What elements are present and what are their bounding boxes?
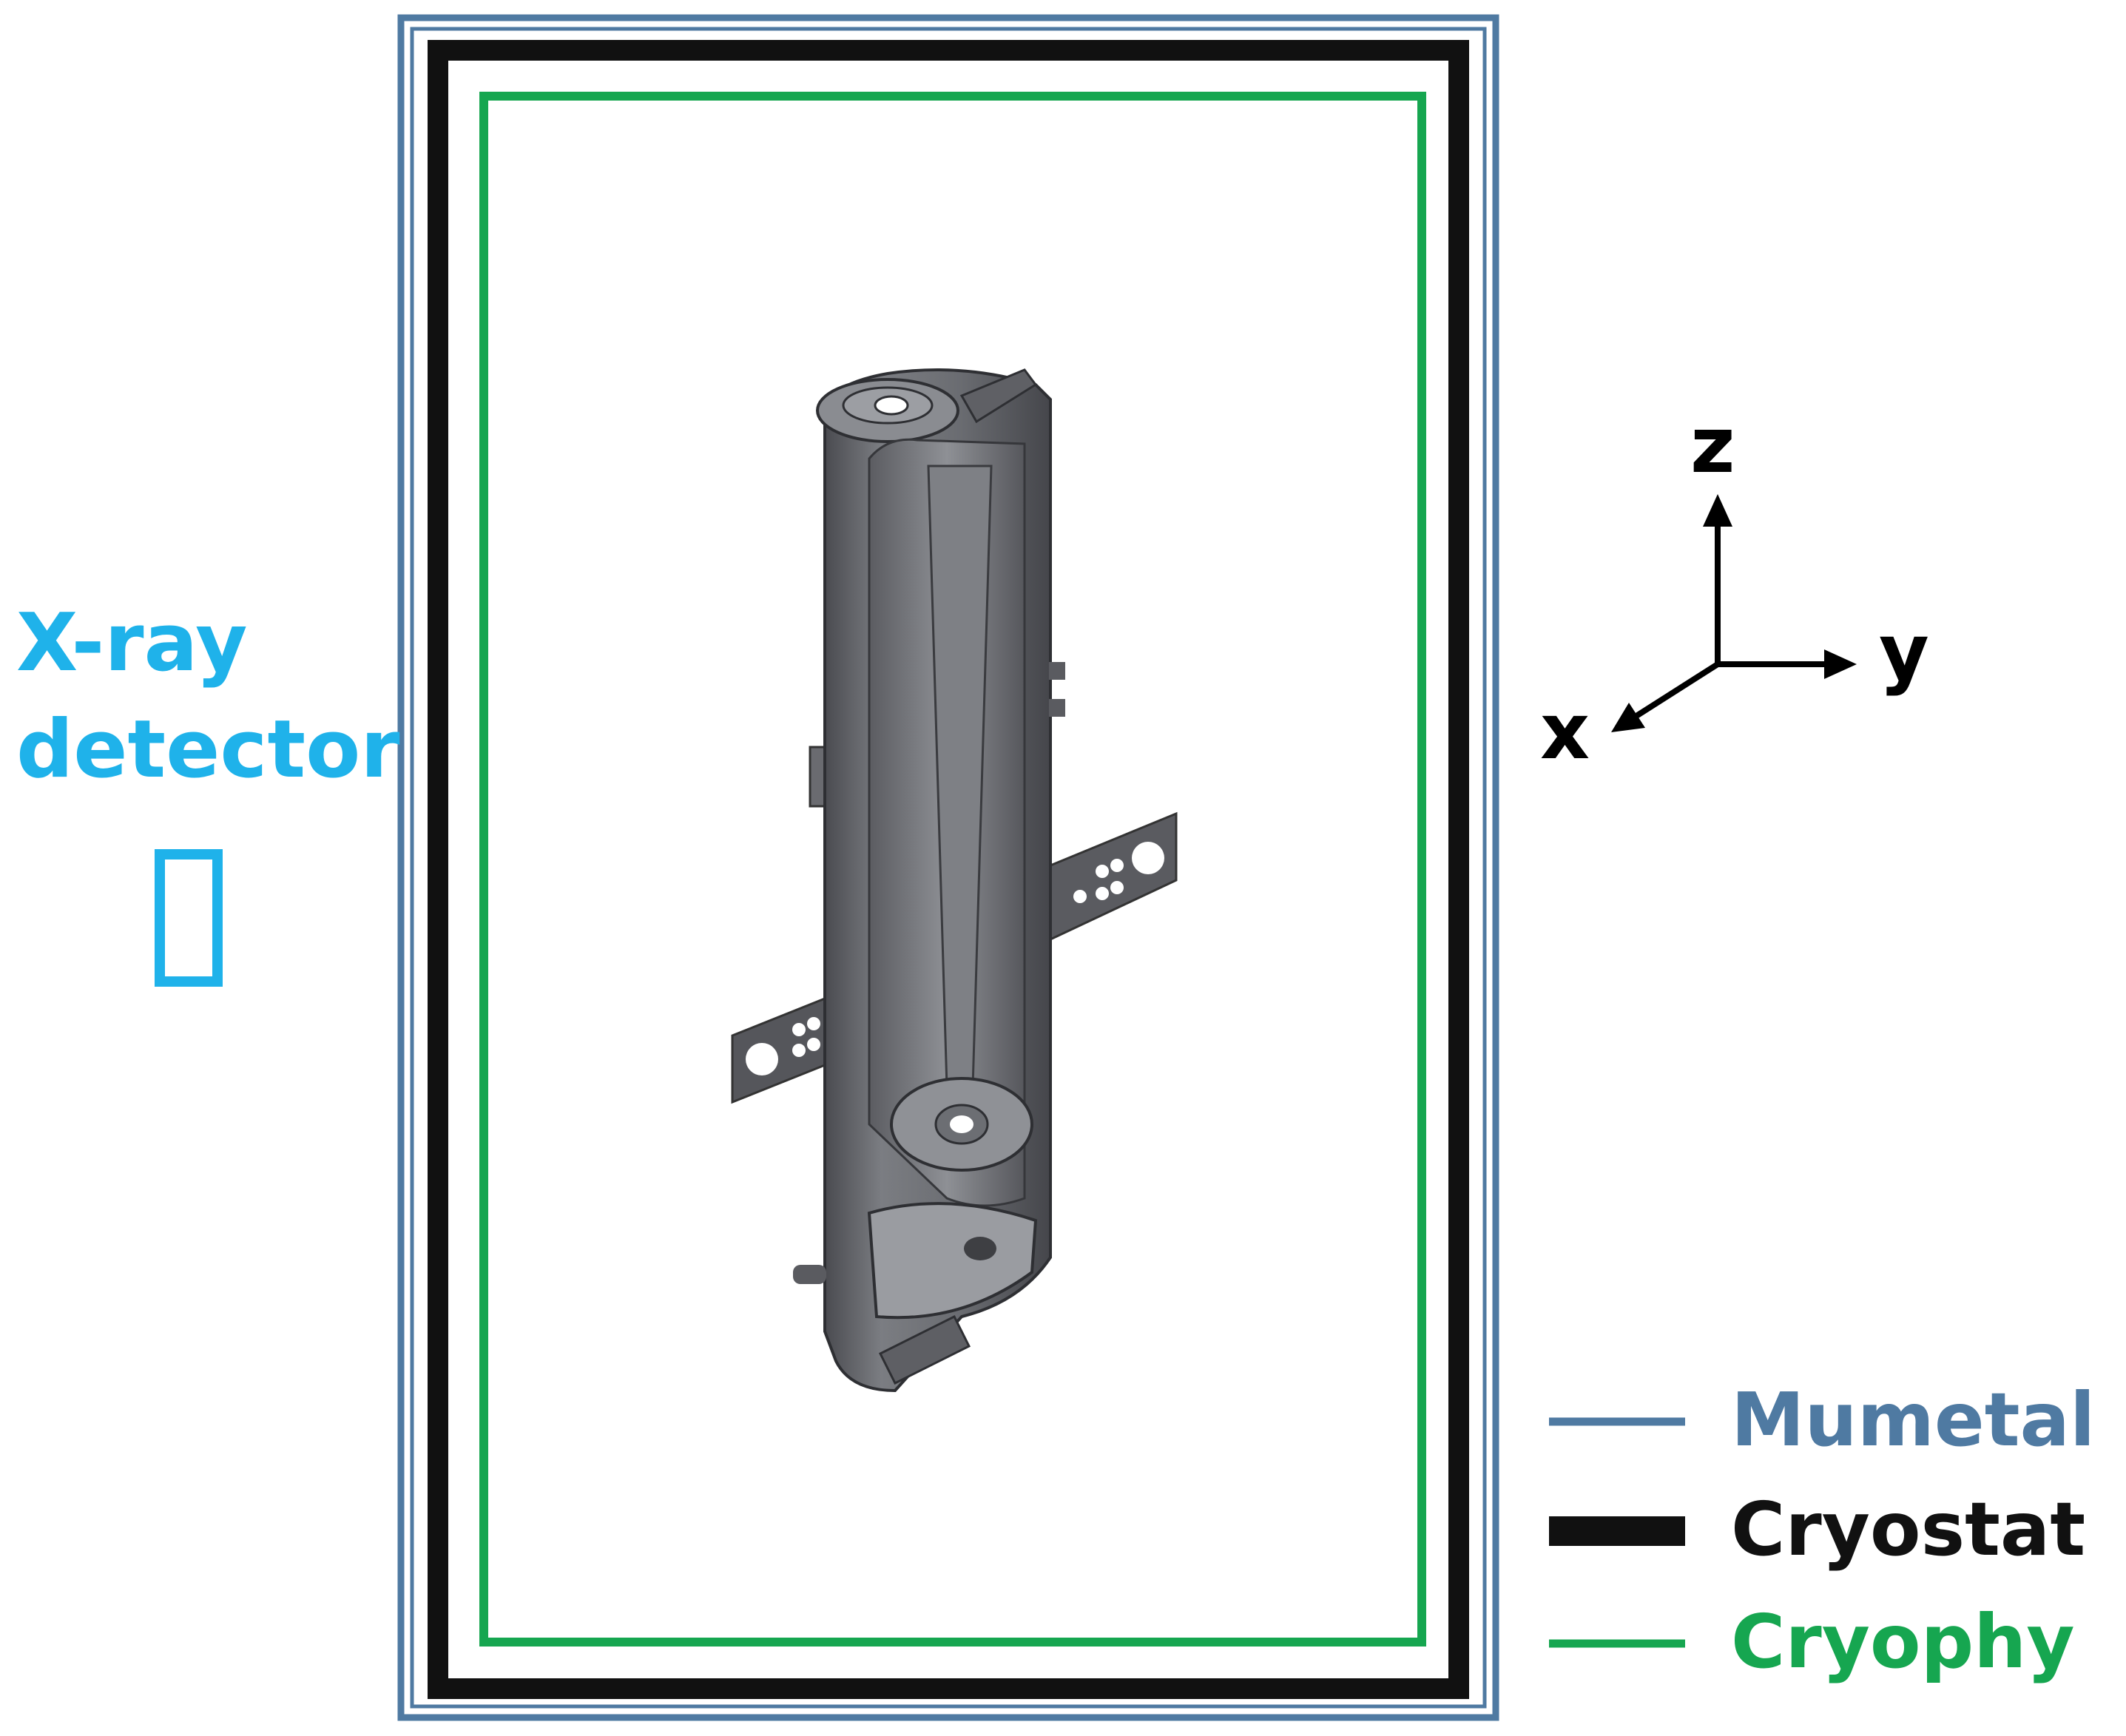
right-bracket-hole-small: [1110, 859, 1124, 872]
device-top-port: [874, 395, 909, 416]
mumetal-shield-inner-line: [410, 27, 1487, 1709]
axis-triad: [1611, 494, 1857, 732]
right-bracket-hole-small: [1110, 881, 1124, 894]
right-bracket-hole: [1132, 842, 1164, 874]
lower-disk-bore: [950, 1115, 973, 1133]
z-axis-label: z: [1690, 400, 1735, 490]
right-bracket-hole-small: [1096, 865, 1109, 878]
cryostat-shield: [428, 40, 1469, 1699]
left-bracket-hole-small: [807, 1017, 820, 1030]
x-axis-label: x: [1540, 686, 1590, 777]
right-side-nub: [1049, 662, 1065, 680]
device-bottom-cap: [867, 1202, 1038, 1320]
detector-label-line2: detector: [16, 703, 400, 796]
y-axis-label: y: [1879, 607, 1929, 698]
left-lower-nub: [793, 1265, 826, 1284]
legend-label-cryostat: Cryostat: [1731, 1486, 2085, 1573]
right-side-nub: [1049, 699, 1065, 717]
x-axis-line: [1634, 661, 1720, 719]
left-bracket-hole-small: [792, 1023, 806, 1036]
xray-detector-icon: [155, 849, 223, 987]
right-mounting-bracket: [1049, 811, 1178, 942]
legend-label-cryophy: Cryophy: [1731, 1598, 2075, 1685]
detector-label-line1: X-ray: [16, 597, 248, 689]
bottom-cap-hole: [964, 1237, 996, 1260]
device-top-clamp: [959, 368, 1038, 424]
legend: Mumetal Cryostat Cryophy: [1549, 1377, 2095, 1685]
left-bracket-hole: [746, 1043, 778, 1075]
cryophy-shield: [479, 92, 1426, 1647]
bottom-clamp: [878, 1314, 971, 1385]
z-arrowhead-icon: [1703, 494, 1732, 527]
y-arrowhead-icon: [1824, 649, 1857, 679]
right-bracket-hole-small: [1096, 887, 1109, 900]
left-bracket-hole-small: [792, 1044, 806, 1057]
cryogenic-device-illustration: [731, 368, 1178, 1393]
mumetal-shield: [397, 14, 1499, 1721]
right-bracket-hole-small: [1073, 890, 1087, 903]
x-arrowhead-icon: [1611, 703, 1645, 732]
left-bracket-hole-small: [807, 1038, 820, 1051]
legend-label-mumetal: Mumetal: [1731, 1377, 2095, 1463]
